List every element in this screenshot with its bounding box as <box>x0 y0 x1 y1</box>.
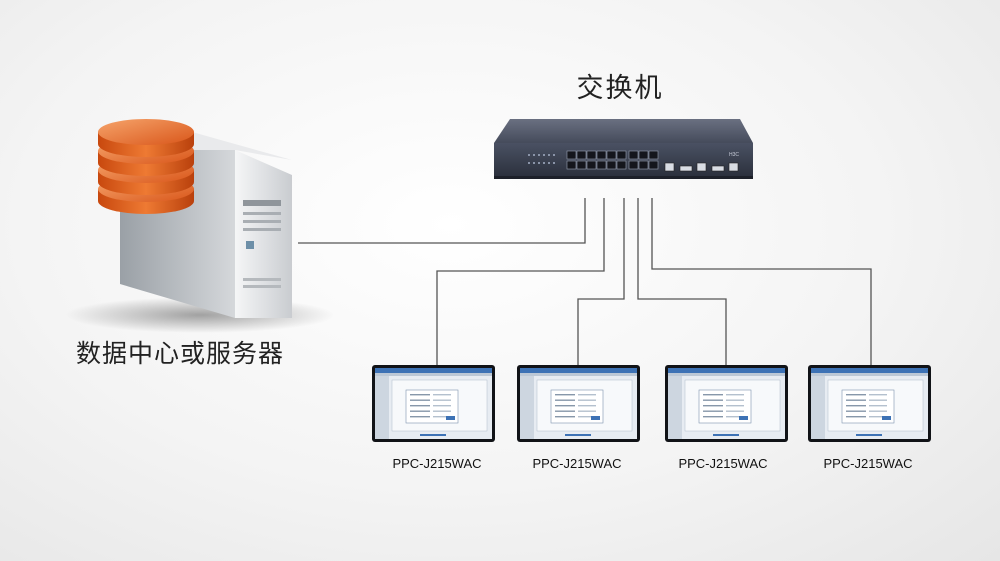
line-switch-panel-3 <box>637 198 727 366</box>
switch-title: 交换机 <box>576 73 664 104</box>
panel-label-4: PPC-J215WAC <box>823 456 913 471</box>
database-disk-stack <box>98 119 194 214</box>
panel-label-3: PPC-J215WAC <box>678 456 768 471</box>
switch-brand-logo: H3C <box>729 152 739 158</box>
server-label: 数据中心或服务器 <box>75 339 284 368</box>
line-switch-panel-4 <box>651 198 872 366</box>
line-switch-panel-1 <box>436 198 605 366</box>
panel-pc-3 <box>665 365 788 442</box>
switch-ports <box>566 150 659 170</box>
panel-label-1: PPC-J215WAC <box>392 456 482 471</box>
panel-pc-1 <box>372 365 495 442</box>
line-server-switch <box>298 198 586 244</box>
line-switch-panel-2 <box>577 198 625 366</box>
switch-icon: H3C <box>494 119 753 179</box>
connection-lines <box>298 198 872 366</box>
panel-label-2: PPC-J215WAC <box>532 456 622 471</box>
panel-pc-group <box>372 365 931 442</box>
server-icon <box>65 119 335 333</box>
panel-pc-2 <box>517 365 640 442</box>
panel-pc-4 <box>808 365 931 442</box>
